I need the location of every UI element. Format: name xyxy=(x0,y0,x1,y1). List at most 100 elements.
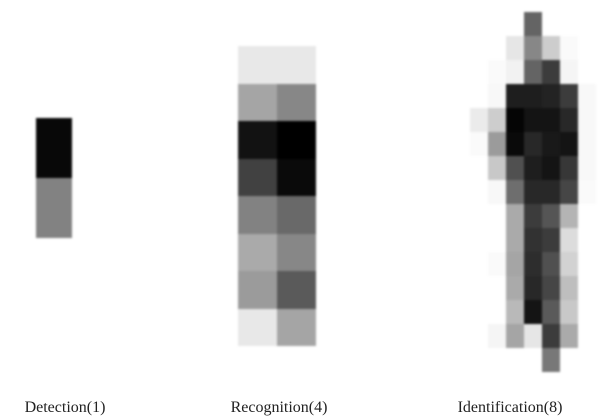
pixel-cell xyxy=(578,300,596,324)
pixel-cell xyxy=(542,180,560,204)
pixel-cell xyxy=(542,156,560,180)
pixel-cell xyxy=(524,132,542,156)
pixel-cell xyxy=(542,36,560,60)
pixel-cell xyxy=(506,300,524,324)
recognition-pixel-figure xyxy=(238,46,316,346)
pixel-cell xyxy=(578,180,596,204)
pixel-cell xyxy=(578,36,596,60)
pixel-cell xyxy=(560,300,578,324)
pixel-cell xyxy=(560,204,578,228)
pixel-cell xyxy=(488,60,506,84)
pixel-cell xyxy=(524,204,542,228)
pixel-cell xyxy=(560,12,578,36)
pixel-cell xyxy=(470,204,488,228)
pixel-cell xyxy=(488,132,506,156)
pixel-cell xyxy=(506,60,524,84)
pixel-cell xyxy=(36,118,72,178)
pixel-cell xyxy=(560,108,578,132)
pixel-cell xyxy=(277,196,316,234)
pixel-cell xyxy=(238,158,277,196)
pixel-cell xyxy=(506,204,524,228)
pixel-cell xyxy=(277,233,316,271)
pixel-cell xyxy=(542,204,560,228)
pixel-cell xyxy=(524,108,542,132)
pixel-cell xyxy=(488,348,506,372)
pixel-cell xyxy=(488,84,506,108)
pixel-cell xyxy=(542,84,560,108)
pixel-cell xyxy=(488,324,506,348)
pixel-cell xyxy=(470,60,488,84)
pixel-cell xyxy=(470,276,488,300)
pixel-cell xyxy=(470,348,488,372)
pixel-cell xyxy=(578,348,596,372)
pixel-cell xyxy=(238,121,277,159)
pixel-cell xyxy=(524,60,542,84)
pixel-cell xyxy=(524,180,542,204)
pixel-cell xyxy=(470,156,488,180)
pixel-cell xyxy=(506,276,524,300)
pixel-cell xyxy=(488,12,506,36)
pixel-cell xyxy=(488,252,506,276)
pixel-cell xyxy=(578,60,596,84)
pixel-cell xyxy=(470,252,488,276)
pixel-cell xyxy=(506,252,524,276)
pixel-cell xyxy=(470,300,488,324)
pixel-cell xyxy=(542,60,560,84)
pixel-cell xyxy=(470,36,488,60)
pixel-cell xyxy=(277,83,316,121)
pixel-cell xyxy=(506,228,524,252)
pixel-cell xyxy=(560,60,578,84)
pixel-cell xyxy=(542,252,560,276)
pixel-cell xyxy=(488,156,506,180)
pixel-cell xyxy=(560,324,578,348)
pixel-cell xyxy=(488,108,506,132)
pixel-cell xyxy=(506,12,524,36)
pixel-cell xyxy=(506,324,524,348)
pixel-cell xyxy=(560,36,578,60)
pixel-cell xyxy=(560,156,578,180)
pixel-cell xyxy=(542,108,560,132)
pixel-cell xyxy=(542,348,560,372)
pixel-cell xyxy=(578,156,596,180)
pixel-cell xyxy=(506,348,524,372)
pixel-cell xyxy=(560,132,578,156)
recognition-caption: Recognition(4) xyxy=(230,399,328,416)
pixel-cell xyxy=(578,324,596,348)
pixel-cell xyxy=(560,84,578,108)
pixel-cell xyxy=(488,204,506,228)
pixel-cell xyxy=(36,178,72,238)
detection-caption: Detection(1) xyxy=(24,399,106,416)
pixel-cell xyxy=(506,108,524,132)
pixel-cell xyxy=(578,132,596,156)
pixel-cell xyxy=(470,324,488,348)
pixel-cell xyxy=(560,276,578,300)
pixel-cell xyxy=(470,180,488,204)
pixel-cell xyxy=(277,46,316,84)
pixel-cell xyxy=(488,228,506,252)
pixel-cell xyxy=(238,46,277,84)
pixel-cell xyxy=(524,156,542,180)
pixel-cell xyxy=(542,132,560,156)
pixel-cell xyxy=(560,180,578,204)
pixel-cell xyxy=(238,233,277,271)
pixel-cell xyxy=(524,348,542,372)
pixel-cell xyxy=(578,84,596,108)
pixel-cell xyxy=(524,228,542,252)
pixel-cell xyxy=(524,12,542,36)
pixel-cell xyxy=(506,84,524,108)
identification-pixel-figure xyxy=(470,12,596,372)
pixel-cell xyxy=(277,308,316,346)
identification-caption: Identification(8) xyxy=(457,399,563,416)
pixel-cell xyxy=(238,308,277,346)
pixel-cell xyxy=(506,132,524,156)
pixel-cell xyxy=(470,132,488,156)
pixel-cell xyxy=(238,196,277,234)
pixel-cell xyxy=(560,228,578,252)
pixel-cell xyxy=(542,300,560,324)
pixel-cell xyxy=(542,228,560,252)
pixel-cell xyxy=(524,300,542,324)
pixel-cell xyxy=(560,348,578,372)
pixel-cell xyxy=(524,84,542,108)
pixel-cell xyxy=(488,300,506,324)
pixel-cell xyxy=(506,156,524,180)
